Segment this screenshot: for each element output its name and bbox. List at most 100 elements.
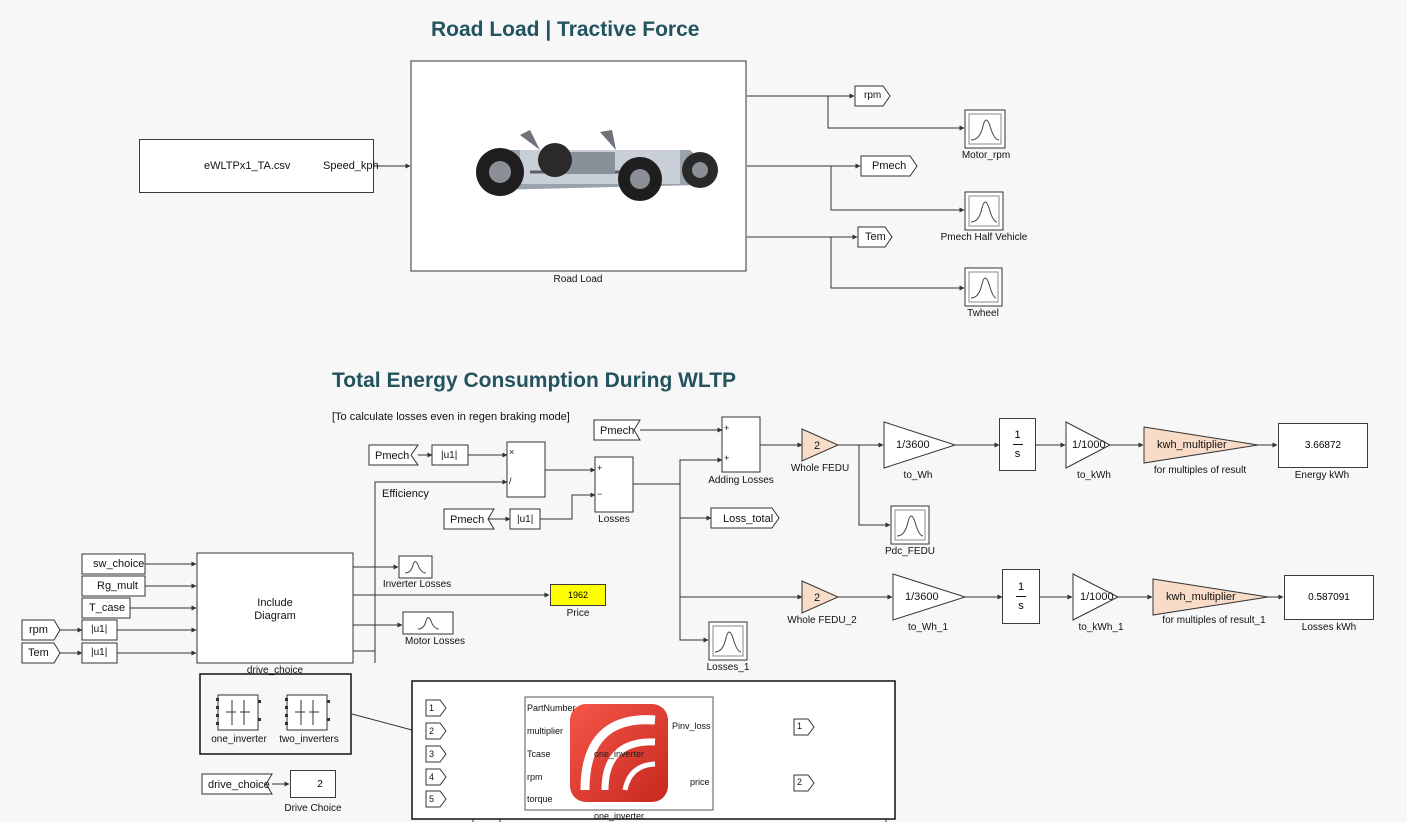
energy-title: Total Energy Consumption During WLTP — [332, 369, 737, 392]
scope-motor-losses[interactable] — [402, 611, 454, 635]
one-inverter-block-label: one_inverter — [593, 811, 645, 821]
outport-1-text: 1 — [797, 721, 803, 731]
to-kwh-1-gain: 1/1000 — [1080, 591, 1114, 603]
drive-choice-const-label: Drive Choice — [284, 803, 342, 814]
regen-note: [To calculate losses even in regen braki… — [332, 411, 570, 423]
gain-whole-fedu[interactable] — [801, 428, 840, 462]
adding-losses-block[interactable] — [721, 416, 761, 473]
to-wh-1-gain: 1/3600 — [905, 591, 939, 603]
abs-rpm[interactable] — [81, 619, 118, 641]
goto-pmech-text: Pmech — [872, 160, 907, 172]
from-pmech-1[interactable] — [368, 444, 419, 466]
scope-inverter-losses[interactable] — [398, 555, 433, 579]
goto-tem[interactable] — [857, 226, 893, 248]
adding-losses-label: Adding Losses — [708, 475, 774, 486]
from-tem[interactable] — [21, 642, 61, 664]
variant-one-inverter[interactable] — [216, 694, 261, 731]
abs-pmech-2[interactable] — [509, 508, 541, 530]
outport-1[interactable] — [793, 718, 815, 736]
adding-sign-1: + — [724, 423, 730, 433]
to-kwh-1-label: to_kWh_1 — [1078, 622, 1124, 633]
two-inverters-label: two_inverters — [279, 734, 339, 745]
const-sw-choice[interactable] — [81, 553, 146, 575]
price-value: 1962 — [567, 590, 589, 600]
twheel-label: Twheel — [967, 308, 999, 319]
to-kwh-gain: 1/1000 — [1072, 439, 1106, 451]
inport-1-text: 1 — [429, 703, 435, 713]
kwh-multiplier-text: kwh_multiplier — [1157, 439, 1227, 451]
inport-4[interactable] — [425, 768, 447, 786]
losses-label: Losses — [598, 514, 630, 525]
abs-pmech-1[interactable] — [431, 444, 469, 466]
inport-3[interactable] — [425, 745, 447, 763]
port-price: price — [690, 777, 710, 787]
losses-sign-minus: − — [597, 489, 603, 499]
const-rg-mult[interactable] — [81, 575, 146, 597]
inport-4-text: 4 — [429, 772, 435, 782]
drive-choice-constant[interactable]: 2 — [290, 770, 336, 798]
pdc-fedu-label: Pdc_FEDU — [884, 546, 936, 557]
inport-3-text: 3 — [429, 749, 435, 759]
to-wh-1-label: to_Wh_1 — [907, 622, 949, 633]
to-kwh-label: to_kWh — [1077, 470, 1111, 481]
port-torque: torque — [527, 794, 553, 804]
speed-port-label: Speed_kph — [323, 160, 379, 172]
product-sign-div: / — [509, 476, 512, 486]
include-diagram-line2: Diagram — [254, 610, 296, 622]
goto-loss-total[interactable] — [710, 507, 780, 529]
scope-pdc-fedu[interactable] — [890, 505, 930, 545]
abs-tem[interactable] — [81, 642, 118, 664]
losses-kwh-value: 0.587091 — [1308, 592, 1350, 603]
kwh-multiplier-1-text: kwh_multiplier — [1166, 591, 1236, 603]
losses-sum-block[interactable] — [594, 456, 634, 513]
csv-source-block[interactable]: eWLTPx1_TA.csv Speed_kph — [139, 139, 379, 193]
gain-kwh-multiplier[interactable] — [1143, 426, 1259, 464]
integrator-1-num: 1 — [1014, 429, 1021, 441]
energy-kwh-value: 3.66872 — [1304, 440, 1342, 451]
product-sign-mult: × — [509, 447, 515, 457]
from-drive-choice-text: drive_choice — [208, 779, 270, 791]
efficiency-label: Efficiency — [382, 488, 429, 500]
inport-1[interactable] — [425, 699, 447, 717]
const-rg-mult-text: Rg_mult — [97, 580, 138, 592]
energy-display: 3.66872 — [1278, 423, 1368, 468]
scope-losses-1[interactable] — [708, 621, 748, 661]
from-pmech-2-text: Pmech — [450, 514, 485, 526]
losses-display: 0.587091 — [1284, 575, 1374, 620]
whole-fedu-gain: 2 — [814, 440, 821, 452]
goto-pmech[interactable] — [860, 155, 918, 177]
scope-twheel[interactable] — [964, 267, 1003, 307]
from-pmech-3[interactable] — [593, 419, 641, 441]
inport-5-text: 5 — [429, 794, 435, 804]
multiples-label: for multiples of result — [1153, 465, 1247, 476]
gain-to-wh-1[interactable] — [892, 573, 967, 621]
from-rpm[interactable] — [21, 619, 61, 641]
outport-2[interactable] — [793, 774, 815, 792]
gain-kwh-multiplier-1[interactable] — [1152, 578, 1269, 616]
from-pmech-2[interactable] — [443, 508, 495, 530]
gain-whole-fedu-2[interactable] — [801, 580, 840, 614]
const-sw-choice-text: sw_choice — [93, 558, 145, 570]
goto-rpm[interactable] — [854, 85, 891, 107]
integrator-1-bar — [1012, 444, 1023, 445]
from-drive-choice[interactable] — [201, 773, 273, 795]
scope-pmech-half-vehicle[interactable] — [964, 191, 1004, 231]
gain-to-kwh[interactable] — [1065, 421, 1112, 469]
integrator-2-num: 1 — [1017, 581, 1025, 593]
inport-5[interactable] — [425, 790, 447, 808]
gain-to-wh[interactable] — [883, 421, 957, 469]
gain-to-kwh-1[interactable] — [1072, 573, 1120, 621]
inport-2[interactable] — [425, 722, 447, 740]
price-label: Price — [566, 608, 590, 619]
variant-two-inverters[interactable] — [285, 694, 330, 731]
integrator-1[interactable]: 1 s — [999, 418, 1036, 471]
integrator-2[interactable]: 1 s — [1002, 569, 1040, 624]
const-t-case[interactable] — [81, 597, 131, 619]
integrator-2-den: s — [1018, 600, 1024, 612]
product-block[interactable] — [506, 441, 546, 498]
multiples-1-label: for multiples of result_1 — [1162, 615, 1266, 626]
include-diagram-block[interactable] — [196, 552, 354, 664]
one-inverter-logo-icon — [570, 704, 668, 802]
scope-motor-rpm[interactable] — [964, 109, 1006, 149]
